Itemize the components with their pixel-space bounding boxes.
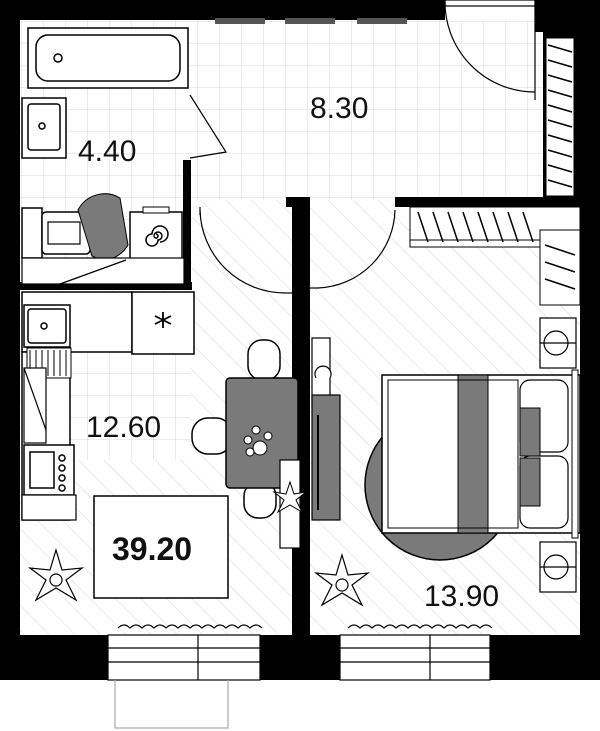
balcony (114, 680, 229, 729)
window-bedroom (339, 634, 491, 681)
bedroom-area: 13.90 (424, 580, 499, 613)
wall-hall-bedroom-left (286, 197, 310, 207)
hallway-floor (190, 20, 545, 200)
tv-console (311, 337, 341, 521)
wall-left (0, 0, 20, 680)
wall-bath-hall (183, 160, 191, 290)
toilet (21, 193, 129, 261)
kitchen-upper-floor (192, 200, 292, 285)
wall-bottom-mid (260, 635, 340, 680)
bathroom-shelf (21, 257, 185, 285)
bathroom-area: 4.40 (78, 135, 136, 168)
dish-drainer (26, 347, 72, 379)
hallway-area: 8.30 (310, 92, 368, 125)
stove (23, 444, 75, 496)
wall-bottom-left (0, 635, 108, 680)
radiator-kitchen (117, 624, 263, 629)
wall-bedroom-top (395, 197, 580, 207)
bed (364, 369, 581, 561)
entrance-door[interactable] (444, 0, 536, 100)
total-area-label: 39.20 (112, 531, 192, 567)
bedroom-wardrobe (409, 206, 581, 306)
plant-icon (272, 480, 308, 514)
wall-right (580, 0, 600, 680)
window-kitchen (107, 634, 261, 681)
washing-machine (129, 206, 183, 261)
kitchen-tile-zone (70, 350, 190, 460)
closet (545, 37, 575, 197)
spiral-icon (145, 225, 169, 247)
bathtub (27, 27, 189, 89)
bathroom-door[interactable] (189, 94, 227, 159)
nightstand-bottom (539, 541, 577, 593)
bathroom-sink (21, 97, 67, 159)
kitchen-area: 12.60 (86, 411, 161, 444)
top-vents (215, 18, 407, 24)
plant-icon (27, 547, 85, 602)
range-hood-panel (21, 494, 77, 521)
wall-bottom-right (490, 635, 600, 680)
nightstand-top (539, 317, 577, 369)
plant-icon (313, 552, 371, 607)
kitchen-door[interactable] (199, 207, 292, 294)
kitchen-sink (23, 304, 71, 348)
wall-bath-kitchen (20, 282, 192, 290)
wall-top-left (0, 0, 445, 20)
table-flower-icon (243, 425, 273, 457)
bedroom-door[interactable] (310, 209, 396, 289)
total-area-box: 39.20 (93, 495, 229, 599)
asterisk-icon (154, 312, 172, 328)
kitchen-cabinet (23, 367, 47, 444)
radiator-bedroom (347, 624, 493, 629)
